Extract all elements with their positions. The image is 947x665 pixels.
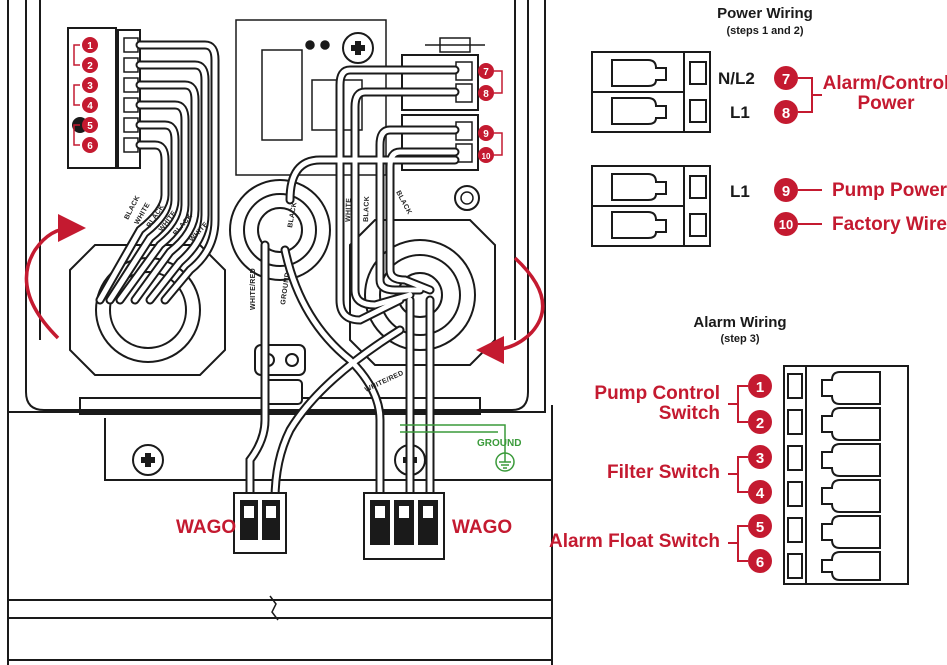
terminal-label-l1: L1	[730, 103, 750, 122]
alarm-wires-inner	[97, 42, 218, 303]
badges-enclosure-right: 7 8 9 10	[478, 63, 503, 163]
alarm-wiring-title: Alarm Wiring	[693, 314, 786, 331]
svg-text:10: 10	[482, 152, 491, 161]
svg-text:3: 3	[756, 450, 764, 467]
rotate-arrow-icon	[476, 256, 545, 364]
badge-3: 3	[82, 77, 98, 93]
power-wires-inner	[247, 67, 458, 503]
factory-wired-label: Factory Wired	[832, 214, 947, 235]
filter-switch-label: Filter Switch	[607, 462, 720, 483]
wago-label-left: WAGO	[176, 517, 236, 538]
wire-label-black: BLACK	[363, 196, 371, 222]
svg-text:3: 3	[87, 81, 93, 92]
svg-text:8: 8	[782, 105, 790, 122]
badge-5: 5	[748, 514, 772, 538]
bracket-pump-control	[728, 385, 748, 423]
badge-4: 4	[82, 97, 98, 113]
svg-text:10: 10	[779, 217, 793, 232]
pump-control-switch-label-2: Switch	[659, 403, 720, 424]
badge-10: 10	[774, 212, 798, 236]
alarm-wiring-subtitle: (step 3)	[720, 333, 759, 345]
pump-power-label: Pump Power	[832, 180, 947, 201]
alarm-connector	[783, 365, 909, 585]
power-connector-2	[591, 165, 711, 247]
bracket-filter	[728, 456, 748, 493]
terminal-label-nl2: N/L2	[718, 69, 755, 88]
badge-7: 7	[774, 66, 798, 90]
svg-text:6: 6	[756, 554, 764, 571]
wago-connector-left	[233, 492, 287, 554]
svg-text:7: 7	[483, 67, 489, 78]
alarm-float-switch-label: Alarm Float Switch	[549, 531, 720, 552]
bracket-alarm-control	[798, 77, 822, 113]
svg-text:1: 1	[756, 379, 764, 396]
svg-text:2: 2	[87, 61, 93, 72]
wago-label-right: WAGO	[452, 517, 512, 538]
bracket-alarm-float	[728, 525, 748, 562]
wago-connector-right	[363, 492, 445, 560]
screw-icon	[342, 32, 374, 64]
wire-label-black: BLACK	[394, 190, 412, 216]
cable-gland-center	[229, 179, 331, 281]
alarm-control-power-label-2: Power	[857, 93, 915, 114]
ground-symbol-icon	[495, 452, 515, 472]
badge-8: 8	[478, 85, 494, 101]
badge-10: 10	[478, 147, 494, 163]
alarm-wiring-section: Alarm Wiring (step 3) 1 2 3 4 5 6 Pump C…	[549, 314, 909, 585]
wire-label-white-red: WHITE/RED	[250, 268, 257, 310]
wire-label-black: BLACK	[287, 202, 298, 229]
alarm-control-power-label-1: Alarm/Control	[823, 73, 947, 94]
power-wiring-section: Power Wiring (steps 1 and 2) N/L2 L1 7 8…	[591, 5, 947, 247]
badge-8: 8	[774, 100, 798, 124]
pump-control-switch-label-1: Pump Control	[594, 383, 720, 404]
alarm-terminal-block	[67, 27, 141, 169]
badge-5: 5	[82, 117, 98, 133]
svg-text:9: 9	[483, 129, 489, 140]
svg-text:4: 4	[756, 485, 765, 502]
svg-text:8: 8	[483, 89, 489, 100]
svg-text:4: 4	[87, 101, 93, 112]
badge-6: 6	[748, 549, 772, 573]
ground-label: GROUND	[477, 438, 521, 449]
badge-2: 2	[748, 410, 772, 434]
svg-text:5: 5	[756, 519, 764, 536]
badge-7: 7	[478, 63, 494, 79]
power-connector-1	[591, 51, 711, 133]
wire-label-white: WHITE	[345, 198, 353, 222]
ground-wire	[400, 424, 506, 455]
rotate-arrow-icon	[24, 214, 86, 340]
screw-icon	[132, 444, 164, 476]
badge-1: 1	[82, 37, 98, 53]
badge-2: 2	[82, 57, 98, 73]
power-terminal-block	[401, 54, 479, 171]
wire-label-ground: GROUND	[280, 272, 292, 306]
power-wiring-title: Power Wiring	[717, 5, 813, 22]
badges-enclosure-left: 1 2 3 4 5 6	[73, 37, 98, 153]
badge-9: 9	[774, 178, 798, 202]
svg-text:5: 5	[87, 121, 93, 132]
power-wiring-subtitle: (steps 1 and 2)	[726, 25, 803, 37]
svg-text:7: 7	[782, 71, 790, 88]
enclosure	[7, 0, 553, 665]
svg-text:9: 9	[782, 183, 790, 200]
terminal-label-l1: L1	[730, 182, 750, 201]
badge-6: 6	[82, 137, 98, 153]
break-mark	[269, 595, 279, 621]
badge-1: 1	[748, 374, 772, 398]
svg-text:6: 6	[87, 141, 93, 152]
svg-text:2: 2	[756, 415, 764, 432]
badge-9: 9	[478, 125, 494, 141]
badge-3: 3	[748, 445, 772, 469]
svg-text:1: 1	[87, 41, 93, 52]
badge-4: 4	[748, 480, 772, 504]
